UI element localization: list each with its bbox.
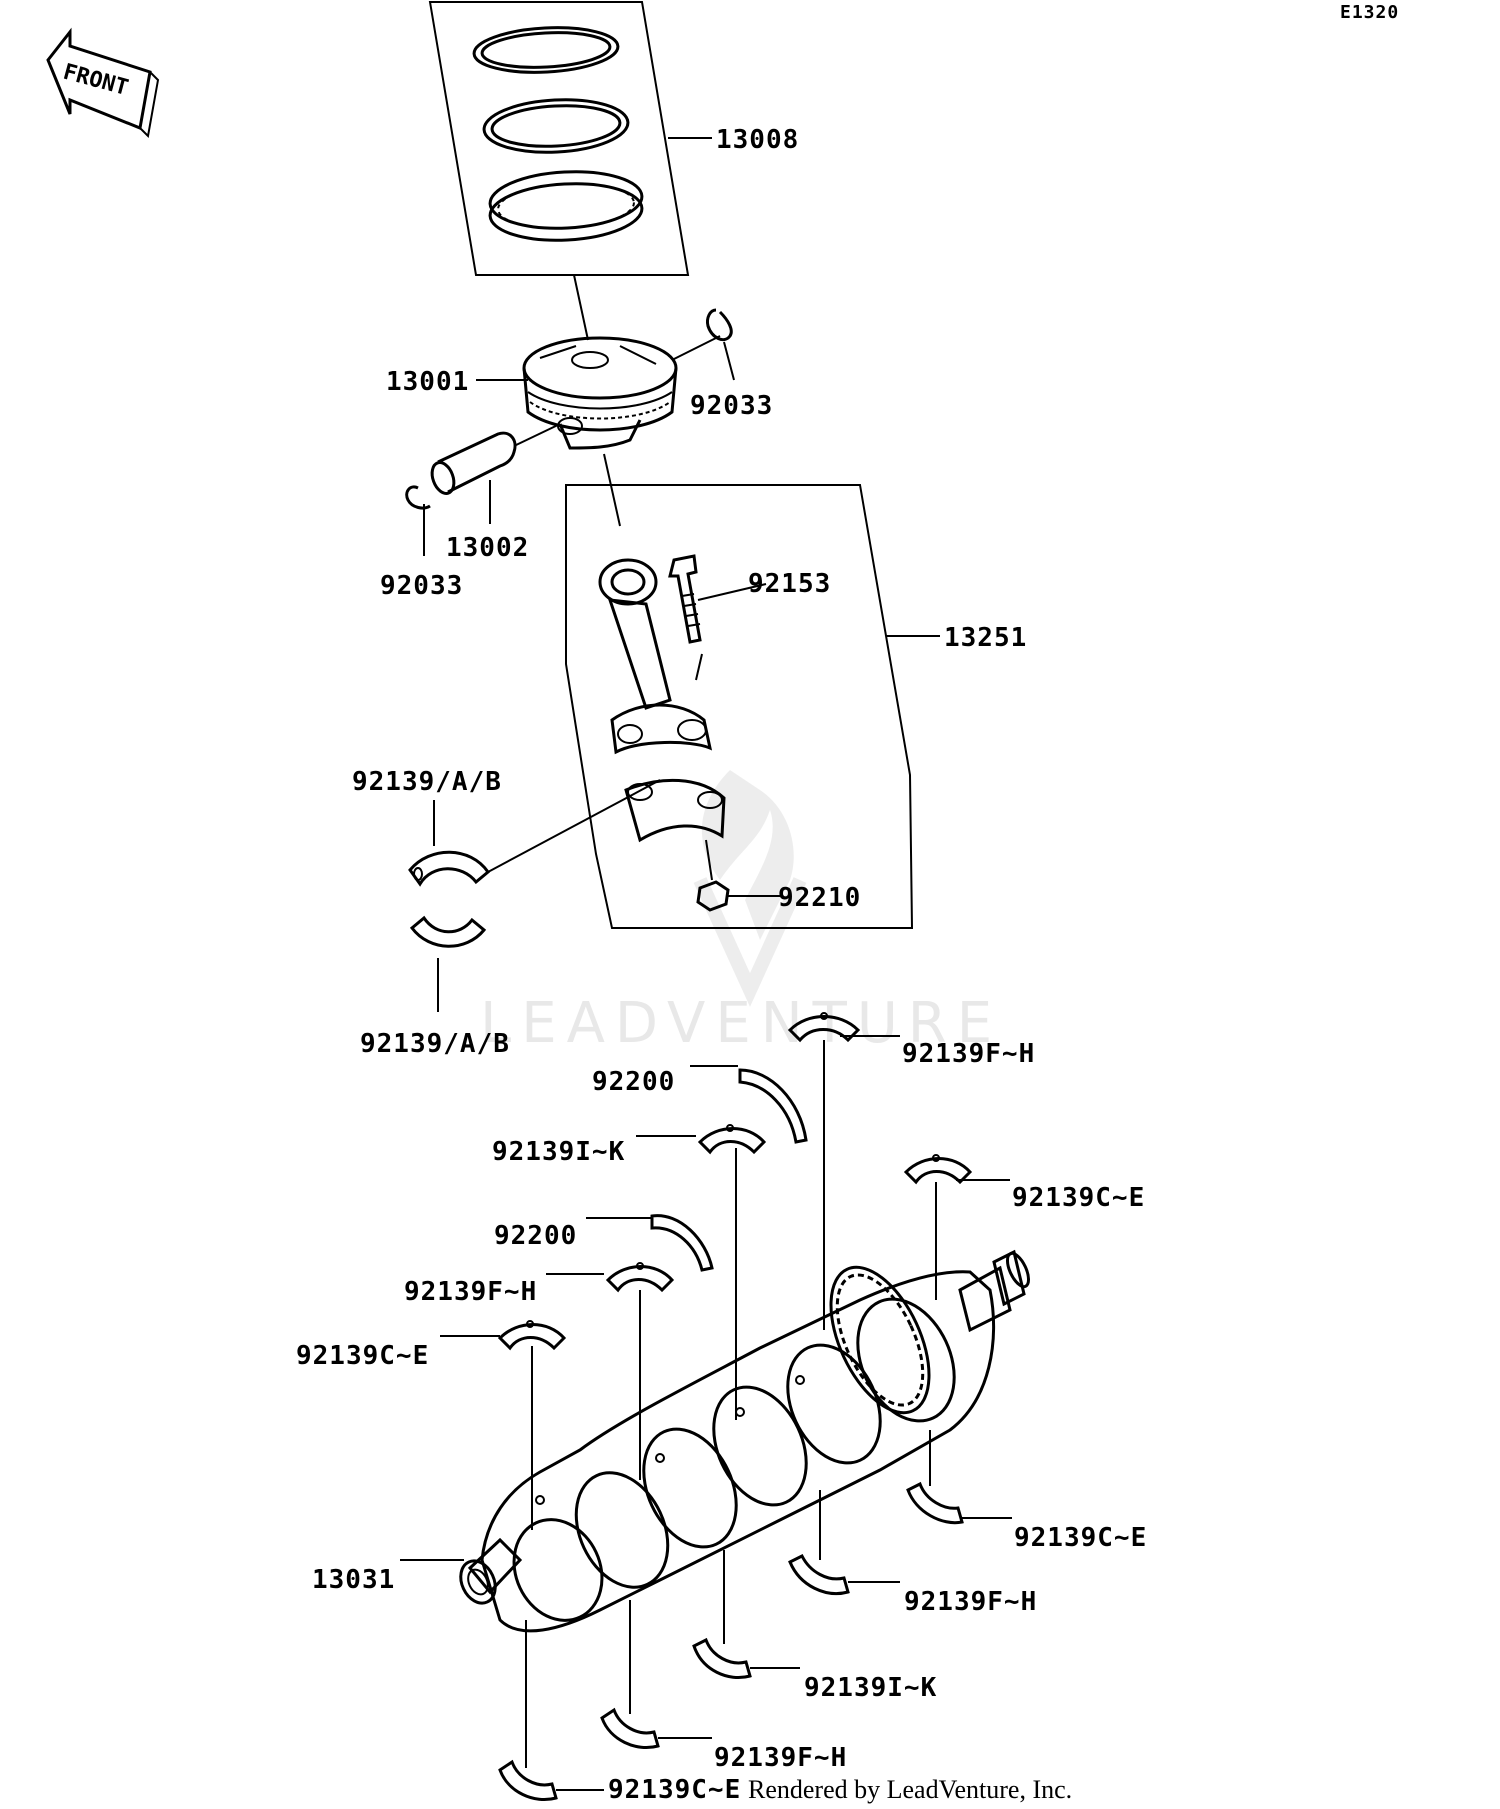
piston-pin bbox=[430, 423, 561, 495]
thrust-washer-1 bbox=[738, 1068, 808, 1144]
front-arrow-icon: FRONT bbox=[46, 27, 160, 139]
watermark: LEADVENTURE bbox=[480, 770, 1002, 1056]
callout-92139ce-1: 92139C~E bbox=[1012, 1183, 1145, 1213]
thrust-washer-2 bbox=[650, 1214, 714, 1272]
bearing-shell-fh-1 bbox=[787, 1012, 861, 1043]
callout-92200-1: 92200 bbox=[592, 1067, 675, 1097]
diagram-code: E1320 bbox=[1340, 2, 1399, 23]
callout-92139fh-2: 92139F~H bbox=[404, 1277, 537, 1307]
crankshaft bbox=[459, 1249, 1031, 1633]
bearing-shell-fh-4 bbox=[600, 1707, 660, 1749]
callout-92033-left: 92033 bbox=[380, 571, 463, 601]
bearing-shell-ik-2 bbox=[692, 1637, 752, 1679]
bearing-shell-ce-2 bbox=[497, 1320, 567, 1351]
callout-92139ab-top: 92139/A/B bbox=[352, 767, 502, 797]
callout-92139fh-1: 92139F~H bbox=[902, 1039, 1035, 1069]
callout-13031: 13031 bbox=[312, 1565, 395, 1595]
credit-text: Rendered by LeadVenture, Inc. bbox=[748, 1775, 1072, 1804]
bearing-shell-ik-1 bbox=[697, 1124, 767, 1155]
callout-92210: 92210 bbox=[778, 883, 861, 913]
circlip-left bbox=[405, 485, 431, 510]
rod-bearing-lower bbox=[409, 915, 487, 948]
callout-92139ce-3: 92139C~E bbox=[1014, 1523, 1147, 1553]
bearing-shell-fh-2 bbox=[605, 1262, 675, 1293]
callout-92139ik-2: 92139I~K bbox=[804, 1673, 937, 1703]
callout-92139ab-bottom: 92139/A/B bbox=[360, 1029, 510, 1059]
callout-92139fh-4: 92139F~H bbox=[714, 1743, 847, 1773]
piston bbox=[522, 274, 678, 450]
connecting-rod-assembly bbox=[565, 453, 914, 929]
callout-92200-2: 92200 bbox=[494, 1221, 577, 1251]
callout-92139ce-2: 92139C~E bbox=[296, 1341, 429, 1371]
callout-13001: 13001 bbox=[386, 367, 469, 397]
piston-ring-set bbox=[428, 0, 690, 276]
callout-13251: 13251 bbox=[944, 623, 1027, 653]
rod-bearing-upper bbox=[408, 779, 661, 887]
bearing-shell-ce-1 bbox=[903, 1154, 973, 1185]
leader-lines bbox=[400, 137, 1012, 1791]
front-label: FRONT bbox=[60, 60, 130, 101]
bearing-shell-ce-3 bbox=[906, 1481, 964, 1525]
callout-13008: 13008 bbox=[716, 125, 799, 155]
callout-92139ce-4: 92139C~E bbox=[608, 1775, 741, 1805]
callout-92139ik-1: 92139I~K bbox=[492, 1137, 625, 1167]
watermark-text: LEADVENTURE bbox=[480, 991, 1002, 1056]
callout-92139fh-3: 92139F~H bbox=[904, 1587, 1037, 1617]
callout-92033-right: 92033 bbox=[690, 391, 773, 421]
callout-13002: 13002 bbox=[446, 533, 529, 563]
bearing-shell-ce-4 bbox=[498, 1759, 558, 1801]
callout-92153: 92153 bbox=[748, 569, 831, 599]
circlip-right bbox=[706, 308, 733, 342]
bearing-shell-fh-3 bbox=[788, 1553, 850, 1595]
